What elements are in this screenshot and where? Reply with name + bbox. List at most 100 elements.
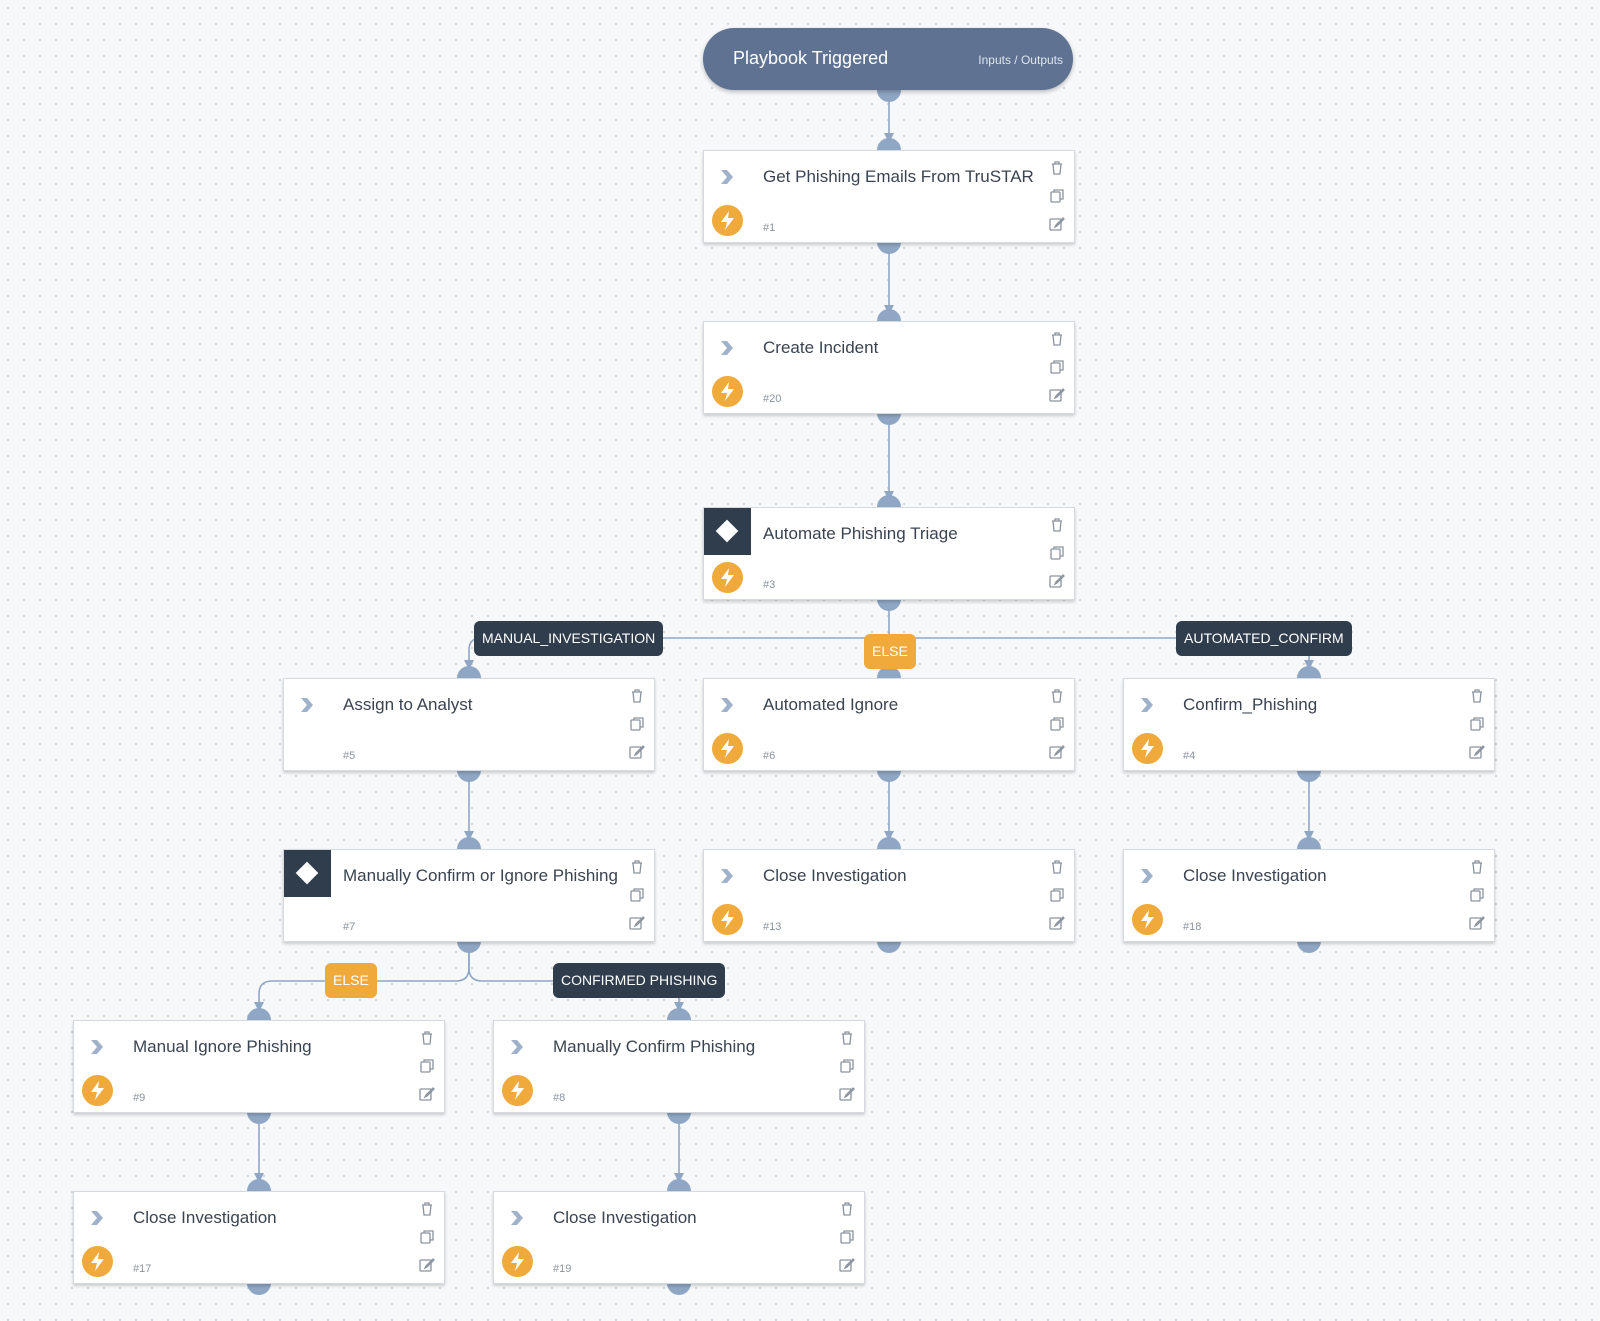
inputs-outputs-link[interactable]: Inputs / Outputs bbox=[978, 53, 1063, 67]
task-id: #20 bbox=[763, 393, 782, 405]
task-title: Manually Confirm Phishing bbox=[553, 1037, 756, 1056]
edit-icon[interactable] bbox=[1048, 914, 1066, 932]
task-title: Close Investigation bbox=[133, 1208, 277, 1227]
task-node-8[interactable]: Manually Confirm Phishing #8 bbox=[493, 1020, 865, 1113]
connector-t4-out bbox=[1297, 770, 1321, 782]
copy-icon[interactable] bbox=[628, 886, 646, 904]
copy-icon[interactable] bbox=[1048, 187, 1066, 205]
task-id: #9 bbox=[133, 1092, 146, 1104]
edit-icon[interactable] bbox=[838, 1085, 856, 1103]
edit-icon[interactable] bbox=[1048, 386, 1066, 404]
trash-icon[interactable] bbox=[838, 1029, 856, 1047]
lightning-bolt-icon bbox=[1132, 733, 1163, 764]
branch-label-automated-confirm[interactable]: AUTOMATED_CONFIRM bbox=[1176, 621, 1352, 656]
connector-t5-in bbox=[457, 666, 481, 678]
trash-icon[interactable] bbox=[1468, 687, 1486, 705]
trigger-title: Playbook Triggered bbox=[733, 48, 889, 68]
task-node-13[interactable]: Close Investigation #13 bbox=[703, 849, 1075, 942]
branch-label-confirmed-phishing[interactable]: CONFIRMED PHISHING bbox=[553, 963, 726, 998]
lightning-bolt-icon bbox=[712, 733, 743, 764]
task-node-3[interactable]: Automate Phishing Triage #3 bbox=[703, 507, 1075, 600]
connector-t17-in bbox=[247, 1179, 271, 1191]
diamond-icon bbox=[284, 850, 331, 897]
copy-icon[interactable] bbox=[838, 1057, 856, 1075]
trash-icon[interactable] bbox=[1048, 858, 1066, 876]
branch-label-manual-investigation[interactable]: MANUAL_INVESTIGATION bbox=[474, 621, 664, 656]
trash-icon[interactable] bbox=[418, 1029, 436, 1047]
edit-icon[interactable] bbox=[838, 1256, 856, 1274]
connector-t1-out bbox=[877, 242, 901, 254]
edit-icon[interactable] bbox=[628, 914, 646, 932]
connector-t1-in bbox=[877, 138, 901, 150]
task-node-19[interactable]: Close Investigation #19 bbox=[493, 1191, 865, 1284]
task-node-1[interactable]: Get Phishing Emails From TruSTAR #1 bbox=[703, 150, 1075, 243]
trash-icon[interactable] bbox=[1048, 687, 1066, 705]
task-title: Get Phishing Emails From TruSTAR bbox=[763, 167, 1034, 186]
edit-icon[interactable] bbox=[418, 1085, 436, 1103]
task-node-20[interactable]: Create Incident #20 bbox=[703, 321, 1075, 414]
task-title: Manually Confirm or Ignore Phishing bbox=[343, 866, 618, 885]
lightning-bolt-icon bbox=[712, 205, 743, 236]
branch-label-else[interactable]: ELSE bbox=[325, 963, 377, 998]
task-node-7[interactable]: Manually Confirm or Ignore Phishing #7 bbox=[283, 849, 655, 942]
lightning-bolt-icon bbox=[1132, 904, 1163, 935]
connector-t19-in bbox=[667, 1179, 691, 1191]
task-title: Confirm_Phishing bbox=[1183, 695, 1318, 714]
connector-t8-in bbox=[667, 1008, 691, 1020]
chevron-right-icon bbox=[1141, 698, 1153, 712]
edit-icon[interactable] bbox=[1048, 215, 1066, 233]
copy-icon[interactable] bbox=[628, 715, 646, 733]
task-id: #3 bbox=[763, 579, 776, 591]
chevron-right-icon bbox=[721, 698, 733, 712]
task-id: #13 bbox=[763, 921, 782, 933]
chevron-right-icon bbox=[91, 1211, 103, 1225]
trash-icon[interactable] bbox=[1048, 330, 1066, 348]
copy-icon[interactable] bbox=[1468, 886, 1486, 904]
copy-icon[interactable] bbox=[1048, 544, 1066, 562]
connector-t18-out bbox=[1297, 941, 1321, 953]
edit-icon[interactable] bbox=[1468, 743, 1486, 761]
chevron-right-icon bbox=[721, 341, 733, 355]
chevron-right-icon bbox=[721, 869, 733, 883]
edit-icon[interactable] bbox=[628, 743, 646, 761]
chevron-right-icon bbox=[1141, 869, 1153, 883]
edit-icon[interactable] bbox=[418, 1256, 436, 1274]
chevron-right-icon bbox=[511, 1040, 523, 1054]
copy-icon[interactable] bbox=[1048, 715, 1066, 733]
copy-icon[interactable] bbox=[1048, 886, 1066, 904]
chevron-right-icon bbox=[91, 1040, 103, 1054]
task-node-18[interactable]: Close Investigation #18 bbox=[1123, 849, 1495, 942]
edit-icon[interactable] bbox=[1468, 914, 1486, 932]
trash-icon[interactable] bbox=[1048, 159, 1066, 177]
task-id: #1 bbox=[763, 222, 776, 234]
task-title: Close Investigation bbox=[553, 1208, 697, 1227]
trash-icon[interactable] bbox=[1468, 858, 1486, 876]
task-title: Manual Ignore Phishing bbox=[133, 1037, 312, 1056]
playbook-triggered-node[interactable]: Playbook Triggered Inputs / Outputs bbox=[703, 28, 1073, 90]
task-node-6[interactable]: Automated Ignore #6 bbox=[703, 678, 1075, 771]
lightning-bolt-icon bbox=[502, 1075, 533, 1106]
task-title: Assign to Analyst bbox=[343, 695, 473, 714]
trash-icon[interactable] bbox=[838, 1200, 856, 1218]
copy-icon[interactable] bbox=[1048, 358, 1066, 376]
task-node-4[interactable]: Confirm_Phishing #4 bbox=[1123, 678, 1495, 771]
edit-icon[interactable] bbox=[1048, 572, 1066, 590]
connector-t5-out bbox=[457, 770, 481, 782]
trash-icon[interactable] bbox=[418, 1200, 436, 1218]
connector-t3-out bbox=[877, 599, 901, 611]
edit-icon[interactable] bbox=[1048, 743, 1066, 761]
trash-icon[interactable] bbox=[628, 687, 646, 705]
task-node-9[interactable]: Manual Ignore Phishing #9 bbox=[73, 1020, 445, 1113]
chevron-right-icon bbox=[301, 698, 313, 712]
branch-label-else[interactable]: ELSE bbox=[864, 634, 916, 669]
copy-icon[interactable] bbox=[1468, 715, 1486, 733]
trash-icon[interactable] bbox=[1048, 516, 1066, 534]
trash-icon[interactable] bbox=[628, 858, 646, 876]
copy-icon[interactable] bbox=[418, 1057, 436, 1075]
lightning-bolt-icon bbox=[712, 376, 743, 407]
task-node-5[interactable]: Assign to Analyst #5 bbox=[283, 678, 655, 771]
copy-icon[interactable] bbox=[838, 1228, 856, 1246]
copy-icon[interactable] bbox=[418, 1228, 436, 1246]
task-node-17[interactable]: Close Investigation #17 bbox=[73, 1191, 445, 1284]
